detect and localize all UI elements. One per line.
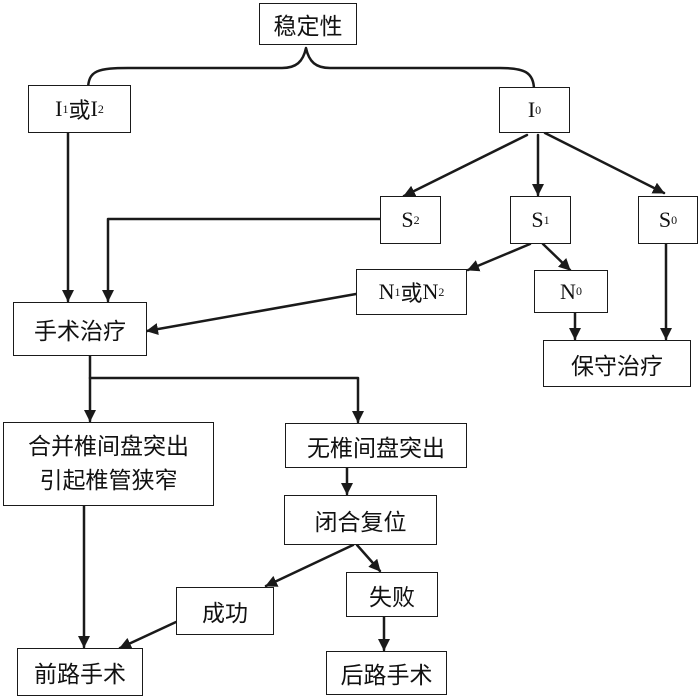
s1-letter: S (531, 207, 544, 232)
arrow-i0-to-s0 (543, 131, 666, 195)
node-closed-reduction: 闭合复位 (284, 495, 437, 545)
i1-subscript: 1 (62, 101, 69, 116)
node-stability-label: 稳定性 (273, 14, 343, 40)
i0-subscript: 0 (535, 102, 542, 117)
n2-subscript: 2 (438, 284, 445, 299)
node-success: 成功 (176, 587, 274, 635)
n2-letter: N (422, 279, 439, 304)
node-with-disc-herniation-line1: 合并椎间盘突出 (28, 434, 189, 460)
node-failure: 失败 (346, 572, 438, 617)
i1-letter: I (55, 96, 63, 121)
s0-subscript: 0 (671, 212, 678, 227)
node-no-disc-herniation-label: 无椎间盘突出 (307, 435, 445, 462)
s0-letter: S (658, 207, 672, 232)
n1-or-n2-connector: 或 (400, 281, 423, 306)
node-posterior-surgery-label: 后路手术 (340, 663, 433, 689)
node-conservative-treatment: 保守治疗 (543, 340, 691, 387)
arrow-closed-reduction-to-failure (355, 543, 382, 573)
n1-letter: N (378, 279, 395, 304)
arrow-s2-to-surgical-treatment (102, 217, 382, 303)
node-surgical-treatment: 手术治疗 (13, 302, 147, 356)
arrow-success-to-anterior (118, 620, 178, 650)
arrow-n1n2-to-surgical-treatment (145, 292, 358, 335)
node-closed-reduction-label: 闭合复位 (314, 510, 407, 536)
node-stability: 稳定性 (259, 3, 357, 45)
arrow-closed-reduction-to-success (264, 543, 355, 588)
node-surgical-treatment-label: 手术治疗 (34, 319, 126, 345)
node-failure-label: 失败 (369, 584, 415, 611)
n1-subscript: 1 (394, 284, 401, 299)
node-no-disc-herniation: 无椎间盘突出 (285, 423, 467, 468)
i2-subscript: 2 (97, 101, 104, 116)
s2-subscript: 2 (413, 212, 420, 227)
node-with-disc-herniation: 合并椎间盘突出 引起椎管狭窄 (3, 422, 214, 506)
n0-subscript: 0 (575, 284, 582, 298)
i1-or-i2-connector: 或 (68, 98, 91, 123)
node-posterior-surgery: 后路手术 (326, 651, 447, 695)
arrow-s1-to-n1n2 (466, 242, 532, 272)
s2-letter: S (401, 207, 414, 232)
arrow-s1-to-n0 (541, 242, 572, 272)
node-anterior-surgery-label: 前路手术 (34, 662, 126, 688)
i0-letter: I (527, 97, 536, 122)
arrow-surgical-to-no-disc (88, 376, 364, 424)
n0-letter: N (560, 278, 576, 304)
stability-brace (86, 46, 536, 92)
node-conservative-treatment-label: 保守治疗 (571, 353, 663, 380)
node-success-label: 成功 (202, 601, 248, 627)
i2-letter: I (90, 96, 98, 121)
node-anterior-surgery: 前路手术 (17, 648, 143, 696)
arrow-i0-to-s2 (402, 133, 529, 198)
s1-subscript: 1 (543, 212, 550, 227)
node-with-disc-herniation-line2: 引起椎管狭窄 (39, 468, 178, 494)
